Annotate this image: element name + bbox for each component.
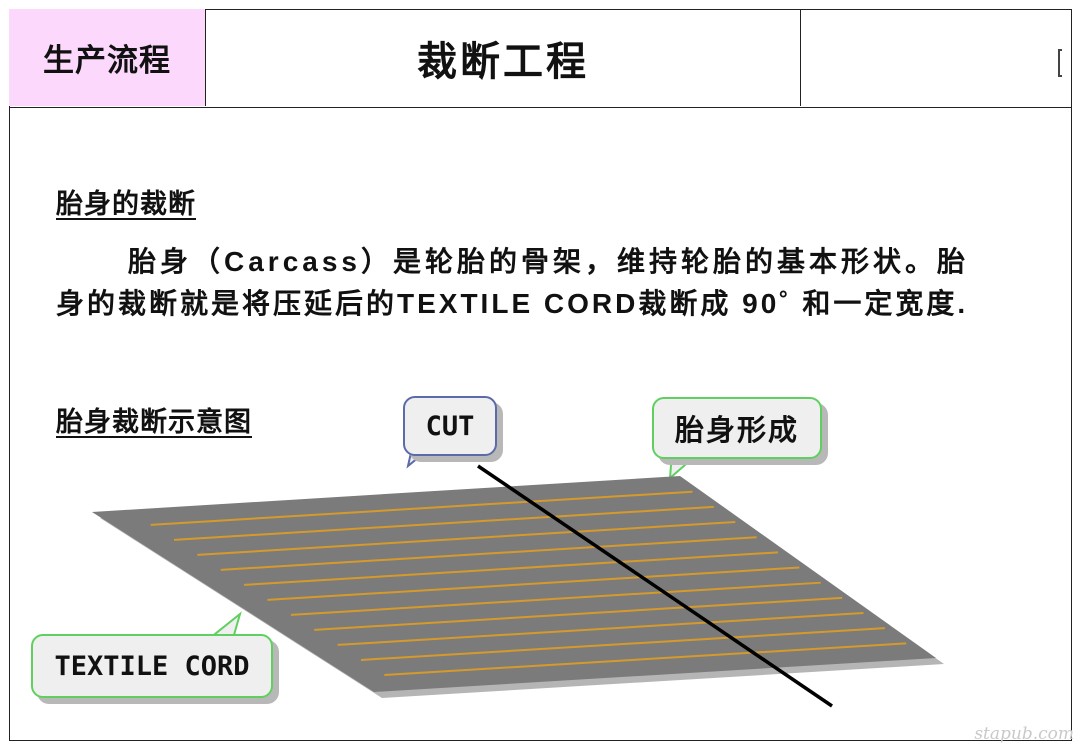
textile-cord-line [337, 612, 864, 646]
textile-cord-line [244, 551, 779, 586]
textile-cord-line [173, 505, 714, 541]
section-heading-diagram: 胎身裁断示意图 [56, 407, 252, 438]
textile-cord-line [150, 490, 693, 526]
textile-cord-line [197, 521, 736, 556]
paragraph-line-1: 胎身（Carcass）是轮胎的骨架，维持轮胎的基本形状。胎 [128, 246, 969, 277]
header-right-cell [801, 9, 1070, 106]
textile-cord-line [267, 566, 800, 601]
page-title: 裁断工程 [206, 9, 801, 106]
textile-cord-line [384, 642, 907, 676]
textile-cord-line [290, 581, 821, 616]
textile-cord-line [220, 536, 757, 571]
paragraph-line-2: 身的裁断就是将压延后的TEXTILE CORD裁断成 90˚ 和一定宽度. [56, 288, 969, 319]
section-heading-carcass-cutting: 胎身的裁断 [56, 189, 196, 220]
cut-callout: CUT [403, 396, 497, 456]
textile-cords [150, 490, 907, 676]
carcass-formation-callout: 胎身形成 [652, 397, 822, 459]
header-band: 生产流程 裁断工程 [9, 9, 1072, 108]
category-label: 生产流程 [9, 9, 206, 106]
textile-cord-line [360, 627, 885, 661]
bracket-mark [1058, 49, 1062, 77]
slide-frame [9, 9, 1072, 741]
textile-cord-callout: TEXTILE CORD [31, 634, 273, 698]
watermark: stapub.com [974, 724, 1074, 744]
textile-cord-line [314, 596, 843, 631]
cut-line [477, 464, 833, 708]
